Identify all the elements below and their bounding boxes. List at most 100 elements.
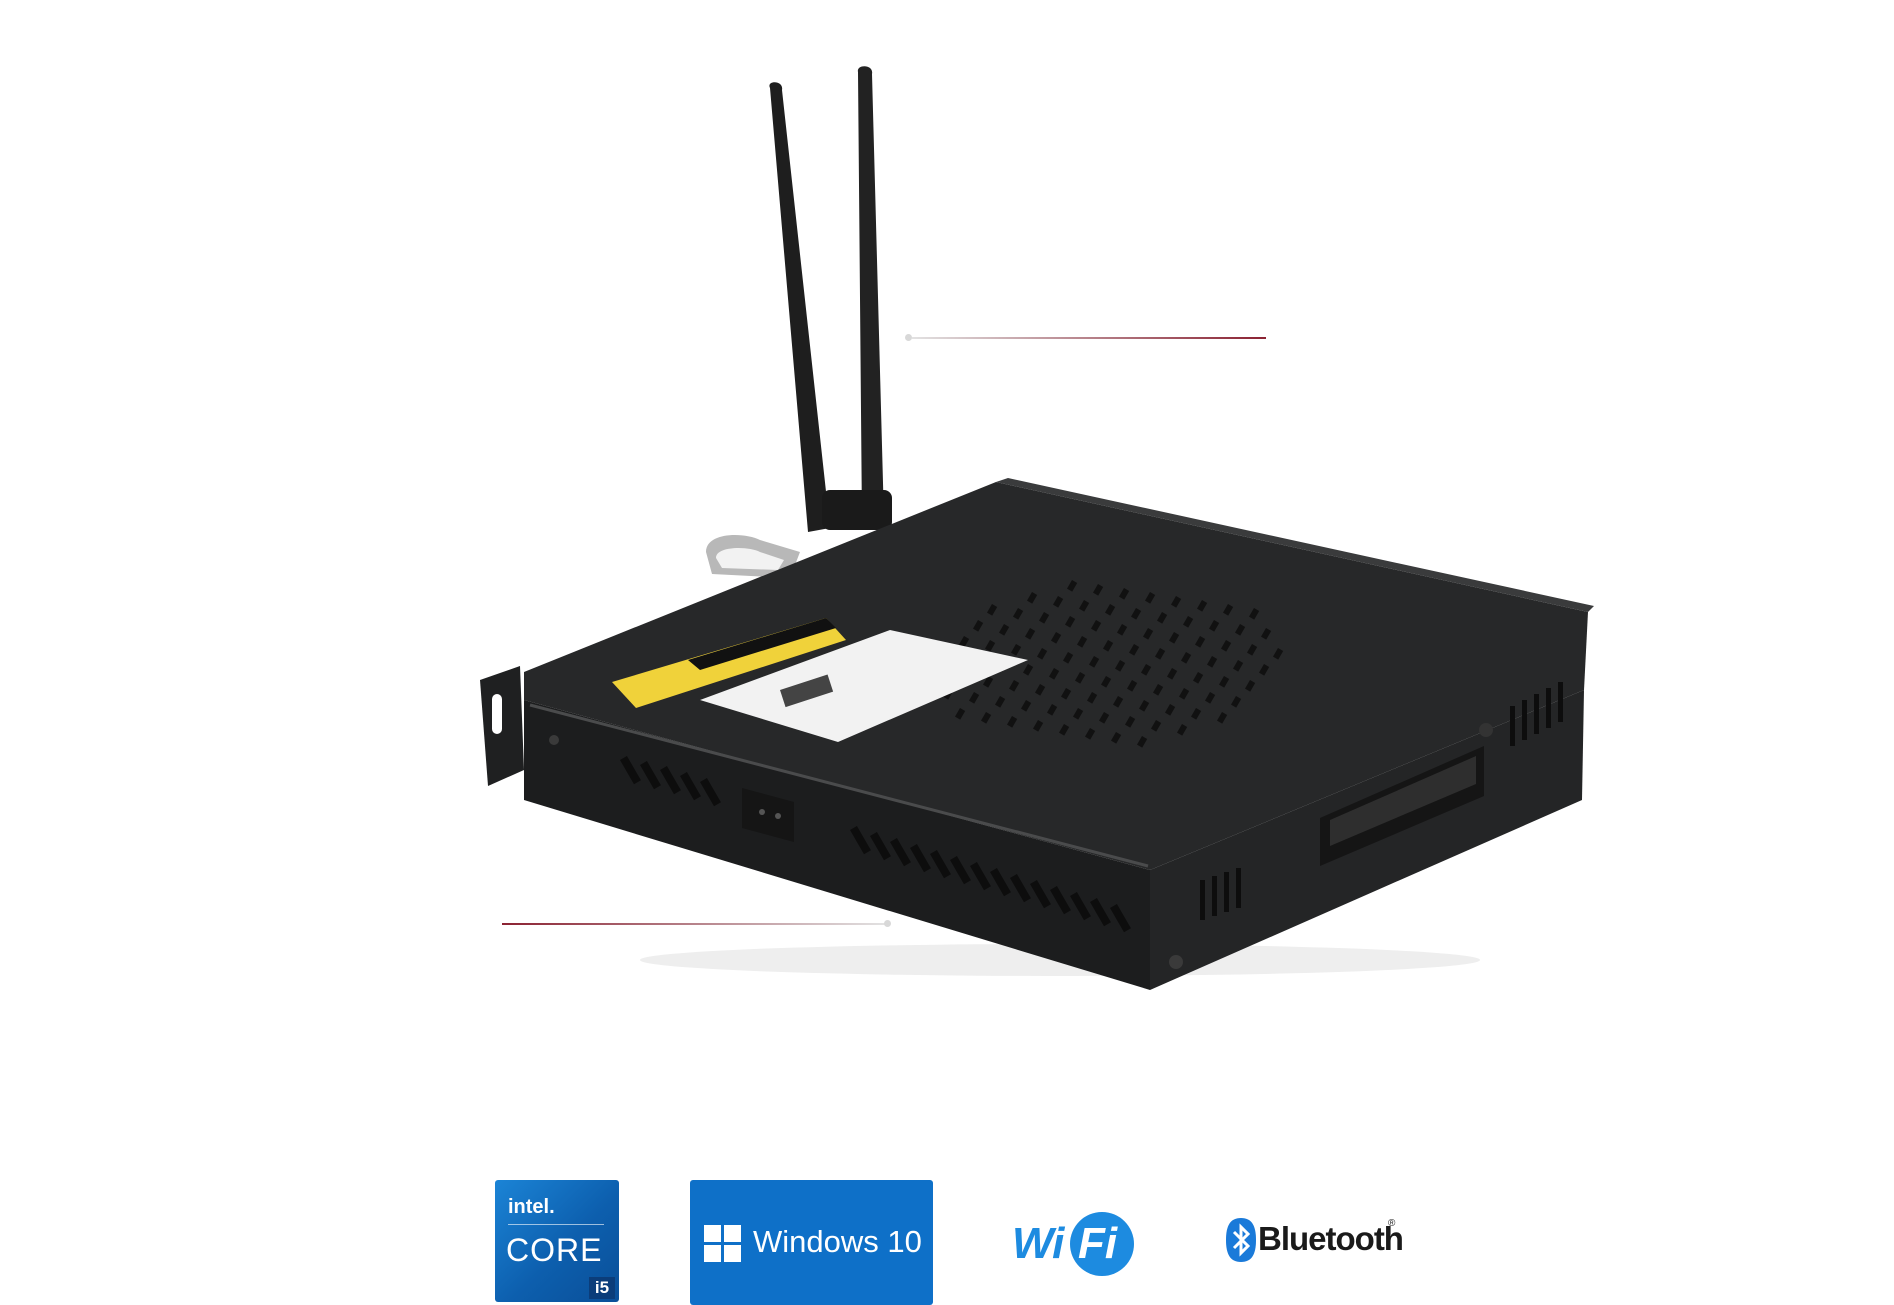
vent-slot: [1171, 595, 1182, 608]
vent-slot: [1222, 604, 1234, 616]
vent-slot: [1219, 676, 1230, 688]
vent-slot: [1245, 680, 1256, 692]
vent-slot: [958, 636, 970, 648]
vent-slot: [1009, 679, 1020, 692]
bluetooth-registered-mark: ®: [1388, 1218, 1396, 1229]
vent-slot: [1124, 715, 1136, 728]
vent-slot: [1021, 700, 1032, 712]
vent-slot: [1183, 616, 1194, 628]
vent-slot: [985, 640, 996, 652]
vent-slot: [1209, 619, 1220, 632]
windows-label: Windows 10: [753, 1224, 922, 1259]
intel-product-text: CORE: [506, 1232, 603, 1268]
callout-line-bottom: [502, 923, 885, 925]
vent-slot: [1087, 691, 1098, 704]
vent-slot: [1035, 684, 1046, 696]
vent-slot: [1067, 580, 1078, 592]
callout-dot-top: [905, 334, 912, 341]
vent-slot: [1205, 691, 1216, 704]
wifi-right-text: Fi: [1078, 1219, 1118, 1268]
bluetooth-logo: Bluetooth ®: [1222, 1214, 1404, 1266]
wifi-pill: Fi: [1070, 1212, 1134, 1276]
vent-slot: [1093, 584, 1104, 596]
vent-slot: [1191, 708, 1202, 720]
vent-slot: [1049, 667, 1060, 680]
vent-slot: [1141, 664, 1152, 676]
vent-slot: [1047, 704, 1058, 716]
vent-slot: [999, 624, 1010, 636]
vent-slot: [1117, 624, 1128, 636]
vent-slot: [1151, 720, 1162, 732]
vent-slot: [1217, 712, 1228, 724]
vent-slot: [1155, 648, 1166, 660]
vent-slot: [1111, 732, 1122, 744]
vent-slot: [1091, 619, 1102, 632]
vent-slot: [1073, 708, 1084, 720]
vent-slot: [1112, 696, 1124, 708]
vent-slot: [1153, 684, 1164, 696]
vent-slot: [1085, 728, 1096, 740]
intel-brand-text: intel.: [508, 1196, 555, 1218]
vent-slot: [1231, 696, 1242, 708]
windows-10-logo: Windows 10: [690, 1180, 933, 1305]
vent-slot: [1195, 636, 1206, 648]
vent-slot: [1272, 648, 1284, 660]
vent-slot: [1115, 660, 1126, 672]
intel-divider: [508, 1224, 604, 1225]
vent-slot: [1037, 648, 1048, 660]
vent-slot: [1136, 736, 1148, 748]
vent-slot: [1039, 612, 1050, 624]
vent-slot: [1103, 640, 1114, 652]
vent-slot: [1197, 600, 1208, 612]
vent-slot: [973, 619, 984, 632]
vent-slot: [1061, 688, 1072, 700]
bluetooth-label: Bluetooth: [1258, 1220, 1404, 1257]
vent-slot: [1169, 632, 1180, 644]
antennas: [769, 66, 892, 532]
vent-slot: [955, 708, 966, 720]
vent-slot: [1076, 636, 1088, 648]
vent-slot: [1059, 724, 1070, 736]
vent-slot: [1127, 680, 1138, 692]
vent-slot: [1221, 640, 1232, 652]
vent-slot: [1033, 720, 1044, 732]
vent-slot: [1088, 656, 1100, 668]
vent-slot: [994, 696, 1006, 708]
vent-slot: [1064, 616, 1076, 628]
vent-slot: [1157, 612, 1168, 624]
vent-slot: [1167, 667, 1178, 680]
callout-dot-bottom: [884, 920, 891, 927]
vent-slot: [1139, 700, 1150, 712]
vent-slot: [1143, 628, 1154, 640]
vent-slot: [1027, 592, 1038, 604]
vent-slot: [1129, 643, 1140, 656]
vent-slot: [1105, 604, 1116, 616]
vent-slot: [1165, 704, 1176, 716]
vent-slot: [1099, 712, 1110, 724]
vent-slot: [987, 604, 998, 616]
vent-slot: [1119, 588, 1130, 600]
wifi-logo: Wi Fi: [1008, 1212, 1134, 1276]
vent-slot: [1131, 608, 1142, 620]
vent-slot: [1145, 592, 1156, 604]
vent-slot: [1207, 656, 1218, 668]
vent-slot: [1248, 608, 1260, 620]
vent-slot: [1011, 643, 1022, 656]
vent-slot: [1052, 595, 1064, 608]
wifi-left-text: Wi: [1012, 1219, 1064, 1268]
vent-slot: [1193, 672, 1204, 684]
intel-tier-text: i5: [589, 1277, 615, 1299]
vent-slot: [981, 712, 992, 724]
vent-slot: [1233, 660, 1244, 672]
vent-slot: [1006, 715, 1018, 728]
vent-slot: [1258, 664, 1270, 676]
windows-flag-icon: [704, 1225, 742, 1263]
vent-slot: [969, 691, 980, 704]
vent-slot: [1063, 652, 1074, 664]
vent-slot: [1079, 600, 1090, 612]
vent-slot: [982, 676, 994, 688]
callout-line-top: [912, 337, 1266, 339]
vent-slot: [1179, 688, 1190, 700]
